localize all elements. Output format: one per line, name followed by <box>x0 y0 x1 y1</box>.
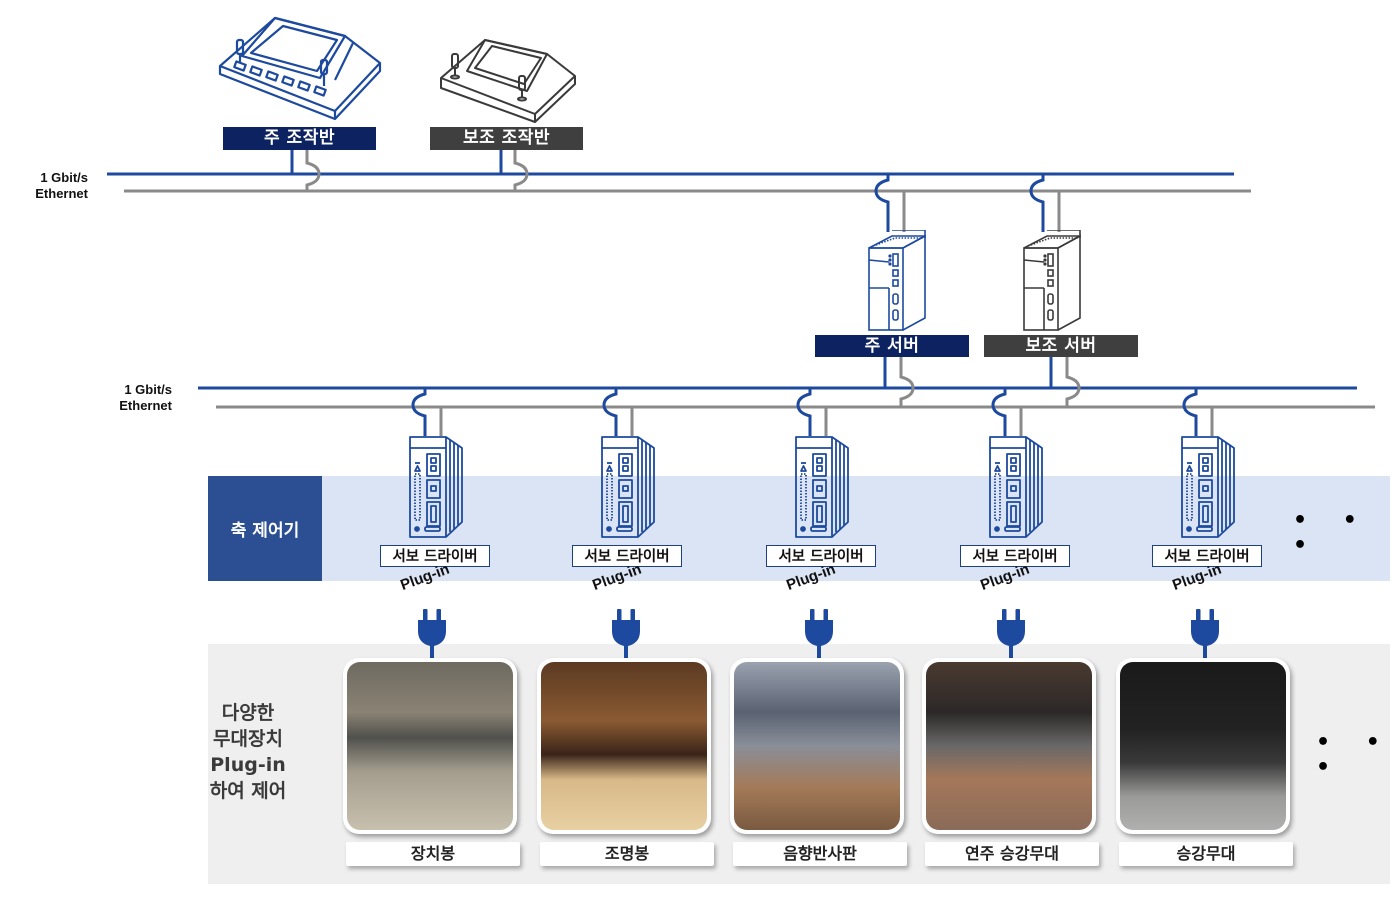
servo-driver-label: 서보 드라이버 <box>572 545 682 567</box>
console-1-connection <box>290 150 321 191</box>
plug-icon <box>1189 609 1221 665</box>
orchestra-lift-photo <box>922 658 1096 834</box>
driver-4-connection <box>991 388 1023 436</box>
servo-driver-label: 서보 드라이버 <box>960 545 1070 567</box>
servo-driver-icon <box>794 434 852 546</box>
servo-driver-label: 서보 드라이버 <box>766 545 876 567</box>
device-caption: 장치봉 <box>346 842 520 866</box>
device-caption: 승강무대 <box>1119 842 1293 866</box>
stage-lift-photo <box>1116 658 1290 834</box>
driver-1-connection <box>411 388 443 436</box>
primary-server-icon <box>868 230 926 331</box>
upper-network-type: Ethernet <box>35 186 88 201</box>
upper-network-label: 1 Gbit/s Ethernet <box>10 170 88 202</box>
lower-network-speed: 1 Gbit/s <box>124 382 172 397</box>
device-caption: 연주 승강무대 <box>925 842 1099 866</box>
stage-devices-title: 다양한 무대장치 Plug-in 하여 제어 <box>209 702 287 802</box>
plug-icon <box>610 609 642 665</box>
primary-console-label: 주 조작반 <box>223 127 376 150</box>
more-drivers-ellipsis: • • • <box>1293 508 1371 558</box>
servo-driver-icon <box>600 434 658 546</box>
secondary-server-icon <box>1023 230 1081 331</box>
acoustic-reflector-photo <box>730 658 904 834</box>
server-1-lower-connection <box>883 357 915 407</box>
servo-driver-icon <box>988 434 1046 546</box>
device-caption: 음향반사판 <box>733 842 907 866</box>
photo-image <box>1120 662 1286 830</box>
more-devices-ellipsis: • • • <box>1316 730 1394 780</box>
photo-image <box>734 662 900 830</box>
secondary-server-label: 보조 서버 <box>984 335 1138 357</box>
console-2-connection <box>499 150 529 191</box>
server-1-upper-connection <box>874 174 906 232</box>
driver-3-connection <box>796 388 828 436</box>
device-caption: 조명봉 <box>540 842 714 866</box>
server-2-lower-connection <box>1049 357 1081 407</box>
plug-icon <box>803 609 835 665</box>
driver-5-connection <box>1182 388 1214 436</box>
photo-image <box>347 662 513 830</box>
photo-image <box>541 662 707 830</box>
secondary-console-icon <box>440 39 576 123</box>
primary-console-icon <box>218 16 382 121</box>
servo-driver-icon <box>1180 434 1238 546</box>
plug-icon <box>995 609 1027 665</box>
photo-image <box>926 662 1092 830</box>
lighting-batten-photo <box>537 658 711 834</box>
lower-network-type: Ethernet <box>119 398 172 413</box>
driver-2-connection <box>602 388 634 436</box>
primary-server-label: 주 서버 <box>815 335 969 357</box>
server-2-upper-connection <box>1029 174 1061 232</box>
axis-controller-title: 축 제어기 <box>208 476 322 581</box>
secondary-console-label: 보조 조작반 <box>430 127 583 150</box>
upper-network-speed: 1 Gbit/s <box>40 170 88 185</box>
servo-driver-icon <box>408 434 466 546</box>
stage-batten-photo <box>343 658 517 834</box>
servo-driver-label: 서보 드라이버 <box>1152 545 1262 567</box>
lower-network-label: 1 Gbit/s Ethernet <box>92 382 172 414</box>
servo-driver-label: 서보 드라이버 <box>380 545 490 567</box>
plug-icon <box>416 609 448 665</box>
